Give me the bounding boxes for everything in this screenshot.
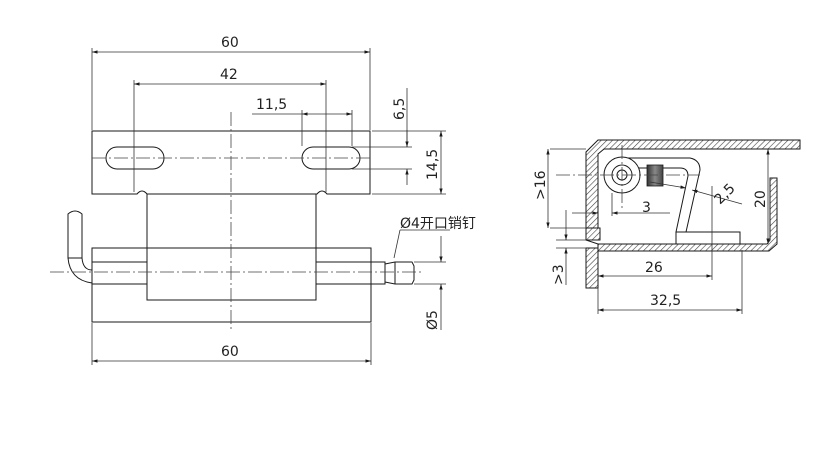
dim-26: 26 (598, 186, 713, 280)
dim-gap-3-text: >3 (551, 264, 567, 285)
pin-handle (67, 210, 83, 259)
dim-bottom-60-text: 60 (221, 344, 239, 360)
dim-11-5: 11,5 (252, 97, 353, 146)
knuckle-recess (146, 247, 317, 301)
dim-26-text: 26 (645, 260, 663, 276)
door-panel (585, 227, 601, 241)
upper-leaf-outline (91, 130, 371, 195)
dim-32-5-text: 32,5 (650, 293, 681, 309)
dim-32-5: 32,5 (597, 250, 743, 314)
dim-pin-dia: Ø5 (414, 236, 446, 330)
dim-gap-16: >16 (533, 148, 586, 229)
pin-tip (371, 261, 386, 285)
dim-42: 42 (133, 67, 327, 192)
dim-pin-note-text: Ø4开口销钉 (400, 216, 476, 232)
dim-11-5-text: 11,5 (256, 97, 287, 113)
dim-bottom-60: 60 (91, 323, 372, 365)
dim-2-5: 2,5 (649, 181, 743, 208)
dim-6-5-text: 6,5 (392, 98, 408, 120)
pin-cylinder (646, 164, 664, 187)
side-view: >16 3 2,5 20 >3 (533, 139, 801, 314)
dim-pin-note: Ø4开口销钉 (393, 216, 476, 259)
dim-20-text: 20 (753, 190, 769, 208)
dim-20: 20 (753, 149, 770, 244)
dim-42-text: 42 (220, 67, 238, 83)
dim-gap-16-text: >16 (533, 170, 549, 200)
dim-top-60: 60 (91, 35, 371, 130)
dim-3: 3 (572, 193, 670, 216)
lower-bracket (585, 247, 599, 289)
dim-6-5: 6,5 (352, 88, 412, 185)
dim-2-5-text: 2,5 (712, 181, 739, 208)
dim-3-text: 3 (642, 200, 651, 216)
dim-pin-dia-text: Ø5 (425, 310, 441, 330)
dim-gap-3: >3 (551, 210, 586, 285)
dim-14-5: 14,5 (372, 130, 446, 195)
dim-14-5-text: 14,5 (425, 149, 441, 180)
lower-leaf-outline (91, 247, 372, 323)
front-view: 60 42 11,5 6,5 (50, 35, 476, 365)
latch-block (675, 231, 741, 245)
dim-top-60-text: 60 (221, 35, 239, 51)
